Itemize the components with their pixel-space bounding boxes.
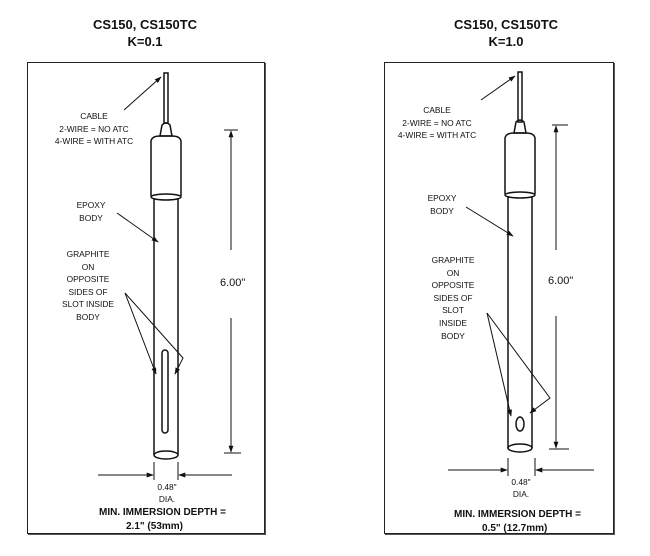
diameter-value: 0.48" xyxy=(157,482,177,492)
graphite-label-line: ON xyxy=(81,261,95,272)
graphite-label-line: BODY xyxy=(76,311,100,322)
graphite-leader-arrow xyxy=(124,292,184,375)
cable-icon xyxy=(517,71,523,123)
epoxy-label: EPOXY BODY xyxy=(417,192,467,217)
graphite-label-line: GRAPHITE xyxy=(431,255,475,265)
graphite-label: GRAPHITE ON OPPOSITE SIDES OF SLOT INSID… xyxy=(418,254,488,342)
graphite-label-line: SIDES OF xyxy=(433,292,473,303)
epoxy-label-line: EPOXY xyxy=(76,200,106,210)
cable-label-line: 4-WIRE = WITH ATC xyxy=(397,130,477,141)
epoxy-label: EPOXY BODY xyxy=(66,199,116,224)
panel-title: CS150, CS150TC K=0.1 xyxy=(45,16,245,50)
diameter-unit: DIA. xyxy=(158,494,176,504)
cable-label-line: CABLE xyxy=(423,105,451,115)
cable-label-line: 2-WIRE = NO ATC xyxy=(59,123,129,134)
diameter-unit: DIA. xyxy=(512,489,530,499)
cable-label-line: CABLE xyxy=(80,111,108,121)
graphite-label-line: ON xyxy=(446,267,460,278)
diameter-label: 0.48" DIA. xyxy=(501,476,541,500)
body-tip xyxy=(507,443,533,453)
drawing-frame xyxy=(384,62,614,534)
cable-icon xyxy=(163,72,169,124)
cable-leader-arrow xyxy=(480,75,516,101)
cable-label-line: 4-WIRE = WITH ATC xyxy=(54,136,134,147)
immersion-depth-value: 2.1" (53mm) xyxy=(126,521,183,532)
immersion-depth-label: MIN. IMMERSION DEPTH = xyxy=(454,509,581,520)
graphite-label-line: SIDES OF xyxy=(68,286,108,297)
graphite-label-line: SLOT xyxy=(442,305,464,316)
graphite-label-line: BODY xyxy=(441,330,465,341)
epoxy-leader-arrow xyxy=(465,206,514,237)
probe-right xyxy=(448,71,594,476)
graphite-label-line: INSIDE xyxy=(439,317,467,328)
cable-label-line: 2-WIRE = NO ATC xyxy=(402,117,472,128)
title-model: CS150, CS150TC xyxy=(92,17,198,32)
cap-housing xyxy=(504,132,536,194)
graphite-label-line: OPPOSITE xyxy=(431,280,475,291)
immersion-depth-label: MIN. IMMERSION DEPTH = xyxy=(99,507,226,518)
title-model: CS150, CS150TC xyxy=(453,17,559,32)
drawing-frame xyxy=(27,62,265,534)
length-dimension: 6.00" xyxy=(548,275,574,287)
title-k-value: K=0.1 xyxy=(127,34,163,49)
graphite-slot-long xyxy=(161,349,169,434)
length-dimension: 6.00" xyxy=(220,277,246,289)
epoxy-label-line: EPOXY xyxy=(427,193,457,203)
body-tip xyxy=(153,450,179,460)
graphite-label-line: OPPOSITE xyxy=(66,274,110,285)
graphite-leader-arrow xyxy=(124,292,157,375)
epoxy-leader-arrow xyxy=(116,212,159,243)
graphite-leader-arrow xyxy=(486,312,512,417)
immersion-depth-value: 0.5" (12.7mm) xyxy=(482,523,548,534)
cap-ring xyxy=(504,191,536,199)
diameter-label: 0.48" DIA. xyxy=(147,481,187,505)
cable-leader-arrow xyxy=(123,76,162,111)
graphite-label-line: GRAPHITE xyxy=(66,249,110,259)
graphite-label: GRAPHITE ON OPPOSITE SIDES OF SLOT INSID… xyxy=(53,248,123,324)
strain-relief xyxy=(513,119,527,134)
graphite-slot-short xyxy=(515,416,525,432)
probe-left xyxy=(98,72,241,480)
epoxy-label-line: BODY xyxy=(430,205,454,216)
graphite-leader-arrow xyxy=(486,312,551,414)
graphite-label-line: SLOT INSIDE xyxy=(62,299,114,310)
title-k-value: K=1.0 xyxy=(488,34,524,49)
cable-label: CABLE 2-WIRE = NO ATC 4-WIRE = WITH ATC xyxy=(44,110,144,148)
epoxy-label-line: BODY xyxy=(79,212,103,223)
panel-title: CS150, CS150TC K=1.0 xyxy=(406,16,606,50)
cable-label: CABLE 2-WIRE = NO ATC 4-WIRE = WITH ATC xyxy=(387,104,487,142)
cap-ring xyxy=(150,193,182,201)
strain-relief xyxy=(159,122,173,137)
cap-housing xyxy=(150,135,182,196)
diameter-value: 0.48" xyxy=(511,477,531,487)
